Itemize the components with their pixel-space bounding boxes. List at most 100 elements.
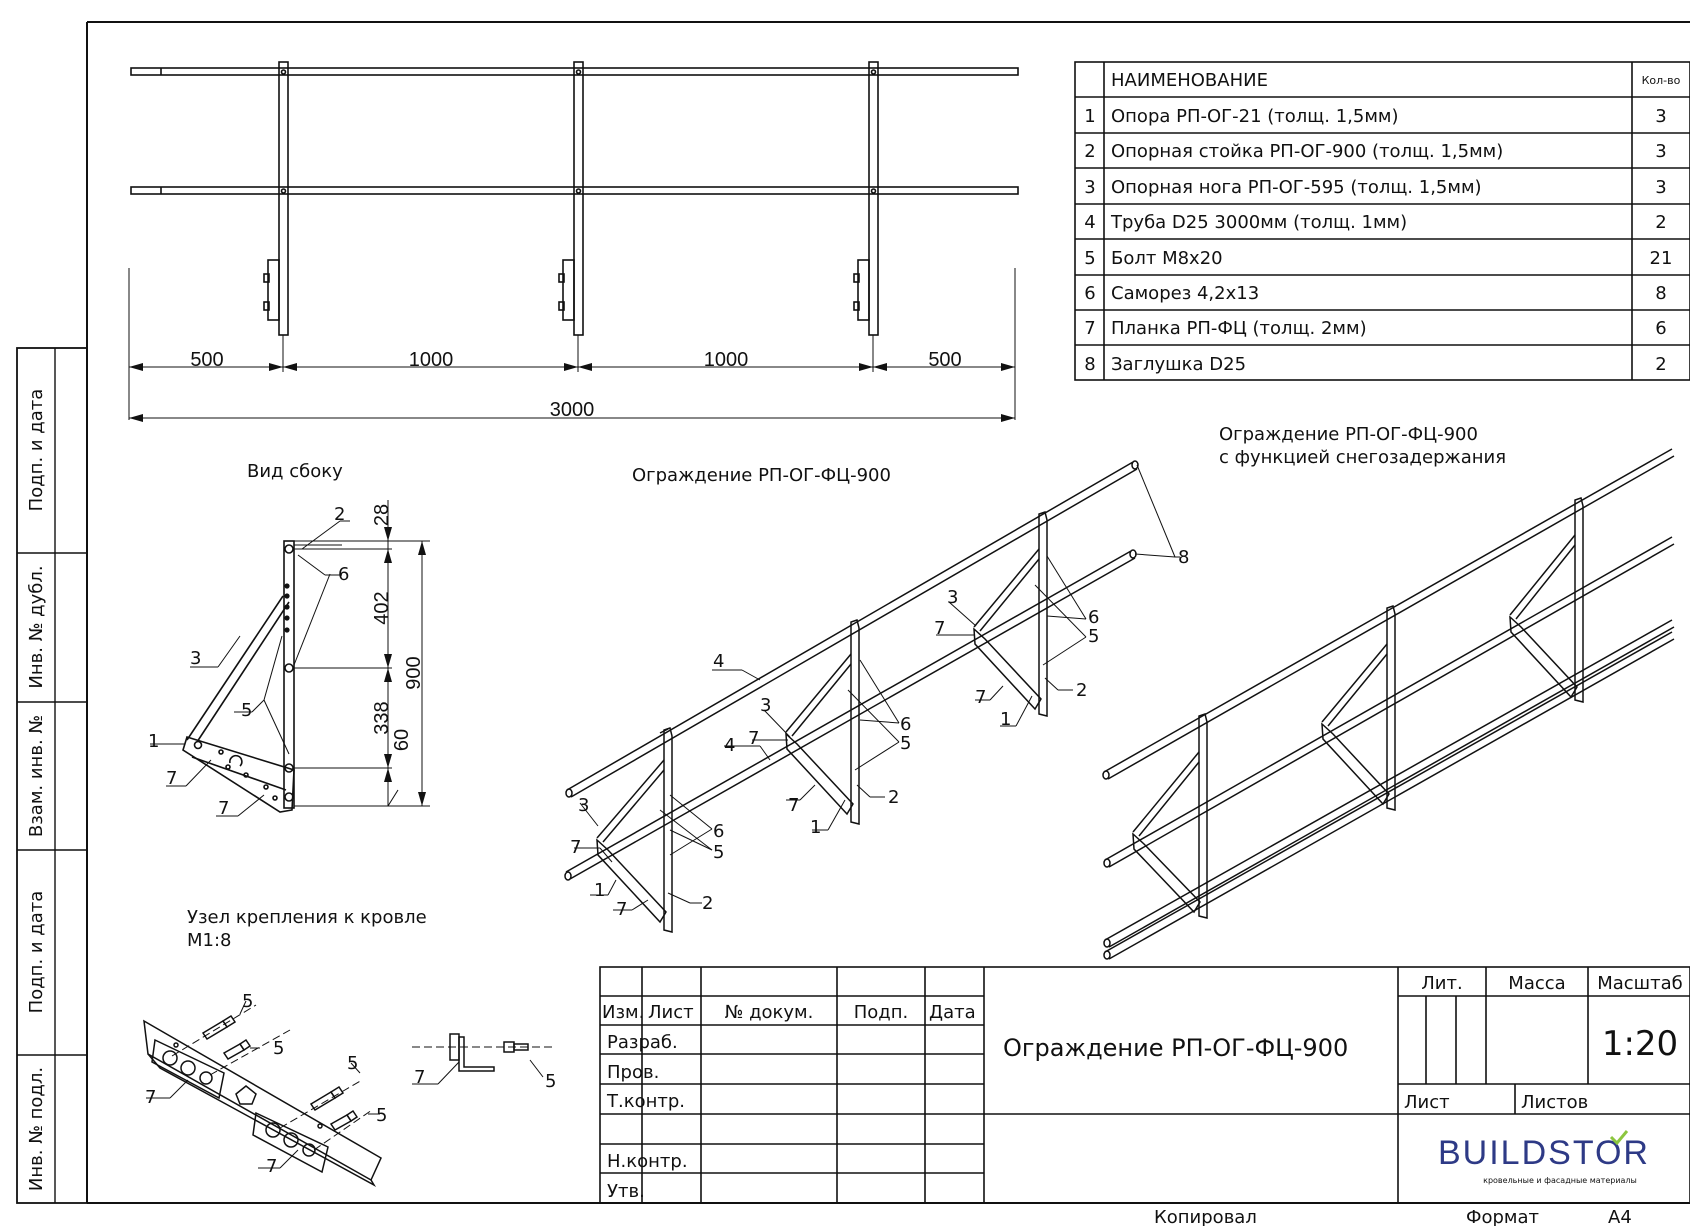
callout-6: 6 [900, 714, 911, 735]
title-sheets: Листов [1521, 1092, 1588, 1113]
side-stamp-cell-1: Подп. и дата [26, 389, 47, 512]
snow-view-title-line2: с функцией снегозадержания [1219, 447, 1506, 468]
side-dim-60: 60 [391, 729, 413, 751]
callout-7: 7 [414, 1067, 425, 1088]
side-dim-900: 900 [403, 656, 425, 689]
title-col-izm: Изм. [602, 1002, 644, 1023]
title-block [599, 966, 1690, 1204]
front-post-3 [853, 61, 879, 336]
front-dim-1: 500 [190, 349, 223, 371]
side-dim-338: 338 [371, 701, 393, 734]
iso-post-2 [785, 619, 860, 825]
callout-6: 6 [338, 564, 349, 585]
title-scale-label: Масштаб [1597, 973, 1683, 994]
parts-row-name: Опорная стойка РП-ОГ-900 (толщ. 1,5мм) [1111, 141, 1503, 162]
callout-6: 6 [1088, 607, 1099, 628]
side-stamp-cell-4: Подп. и дата [26, 891, 47, 1014]
bolt-2 [222, 1038, 252, 1060]
parts-row-qty: 21 [1650, 248, 1673, 269]
side-view-callouts [150, 544, 342, 817]
title-format: А4 [1608, 1207, 1632, 1226]
snow-view [1102, 448, 1675, 960]
title-col-sign: Подп. [854, 1002, 908, 1023]
callout-2: 2 [1076, 680, 1087, 701]
parts-header-name: НАИМЕНОВАНИЕ [1111, 70, 1268, 91]
front-dim-2: 1000 [409, 349, 454, 371]
callout-2: 2 [334, 504, 345, 525]
side-stamp-cell-3: Взам. инв. № [26, 715, 47, 837]
side-view-title: Вид сбоку [247, 461, 343, 482]
snow-post-2 [1321, 605, 1396, 811]
parts-row-name: Заглушка D25 [1111, 354, 1246, 375]
callout-5: 5 [242, 991, 253, 1012]
parts-row-qty: 2 [1655, 212, 1666, 233]
parts-row-number: 6 [1084, 283, 1095, 304]
callout-7: 7 [748, 728, 759, 749]
parts-row-1: 1 Опора РП-ОГ-21 (толщ. 1,5мм) 3 [1084, 106, 1666, 127]
callout-1: 1 [148, 731, 159, 752]
callout-3: 3 [190, 648, 201, 669]
parts-row-name: Опора РП-ОГ-21 (толщ. 1,5мм) [1111, 106, 1399, 127]
title-row-tkontr: Т.контр. [606, 1091, 685, 1112]
callout-4: 4 [724, 735, 735, 756]
logo-check-icon [1609, 1130, 1629, 1146]
callout-2: 2 [888, 787, 899, 808]
mount-detail [143, 1000, 552, 1187]
callout-7: 7 [166, 768, 177, 789]
parts-row-2: 2 Опорная стойка РП-ОГ-900 (толщ. 1,5мм)… [1084, 141, 1666, 162]
parts-row-6: 6 Саморез 4,2х13 8 [1084, 283, 1666, 304]
parts-row-number: 7 [1084, 318, 1095, 339]
title-lit: Лит. [1421, 973, 1462, 994]
parts-row-8: 8 Заглушка D25 2 [1084, 354, 1666, 375]
callout-3: 3 [947, 587, 958, 608]
title-scale: 1:20 [1602, 1024, 1678, 1064]
title-format-label: Формат [1466, 1207, 1539, 1226]
iso-post-1 [596, 727, 673, 933]
title-col-docnum: № докум. [725, 1002, 814, 1023]
iso-view-title: Ограждение РП-ОГ-ФЦ-900 [632, 465, 891, 486]
front-post-1 [263, 61, 289, 336]
parts-row-name: Труба D25 3000мм (толщ. 1мм) [1110, 212, 1407, 233]
title-row-prov: Пров. [607, 1062, 659, 1083]
callout-5: 5 [347, 1053, 358, 1074]
callout-5: 5 [713, 842, 724, 863]
drawing-title: Ограждение РП-ОГ-ФЦ-900 [1003, 1034, 1348, 1062]
front-dim-4: 500 [928, 349, 961, 371]
callout-7: 7 [975, 687, 986, 708]
side-dim-28: 28 [371, 504, 393, 526]
mount-view-title-line1: Узел крепления к кровле [187, 907, 427, 928]
callout-2: 2 [702, 893, 713, 914]
iso-view [564, 460, 1180, 933]
title-row-razrab: Разраб. [607, 1032, 678, 1053]
callout-7: 7 [616, 899, 627, 920]
front-post-2 [558, 61, 584, 336]
callout-3: 3 [578, 795, 589, 816]
parts-row-qty: 6 [1655, 318, 1666, 339]
title-row-nkontr: Н.контр. [607, 1151, 688, 1172]
parts-row-7: 7 Планка РП-ФЦ (толщ. 2мм) 6 [1084, 318, 1666, 339]
side-stamp-cell-5: Инв. № подл. [26, 1067, 47, 1191]
mount-view-title-line2: М1:8 [187, 930, 232, 951]
parts-row-qty: 3 [1655, 141, 1666, 162]
buildstor-logo-subtitle: кровельные и фасадные материалы [1483, 1176, 1637, 1185]
callout-7: 7 [266, 1156, 277, 1177]
title-col-list: Лист [648, 1002, 694, 1023]
parts-row-number: 8 [1084, 354, 1095, 375]
callout-1: 1 [594, 880, 605, 901]
title-row-utv: Утв. [607, 1181, 645, 1202]
callout-6: 6 [713, 821, 724, 842]
iso-post-3 [973, 511, 1048, 717]
front-view [128, 61, 1019, 422]
callout-3: 3 [760, 695, 771, 716]
title-copied: Копировал [1154, 1207, 1257, 1226]
parts-row-qty: 3 [1655, 177, 1666, 198]
parts-row-3: 3 Опорная нога РП-ОГ-595 (толщ. 1,5мм) 3 [1084, 177, 1666, 198]
callout-5: 5 [545, 1071, 556, 1092]
callout-5: 5 [376, 1105, 387, 1126]
callout-4: 4 [713, 651, 724, 672]
parts-row-4: 4 Труба D25 3000мм (толщ. 1мм) 2 [1084, 212, 1666, 233]
callout-8: 8 [1178, 547, 1189, 568]
parts-table [1074, 61, 1690, 381]
parts-header-qty: Кол-во [1642, 74, 1681, 87]
